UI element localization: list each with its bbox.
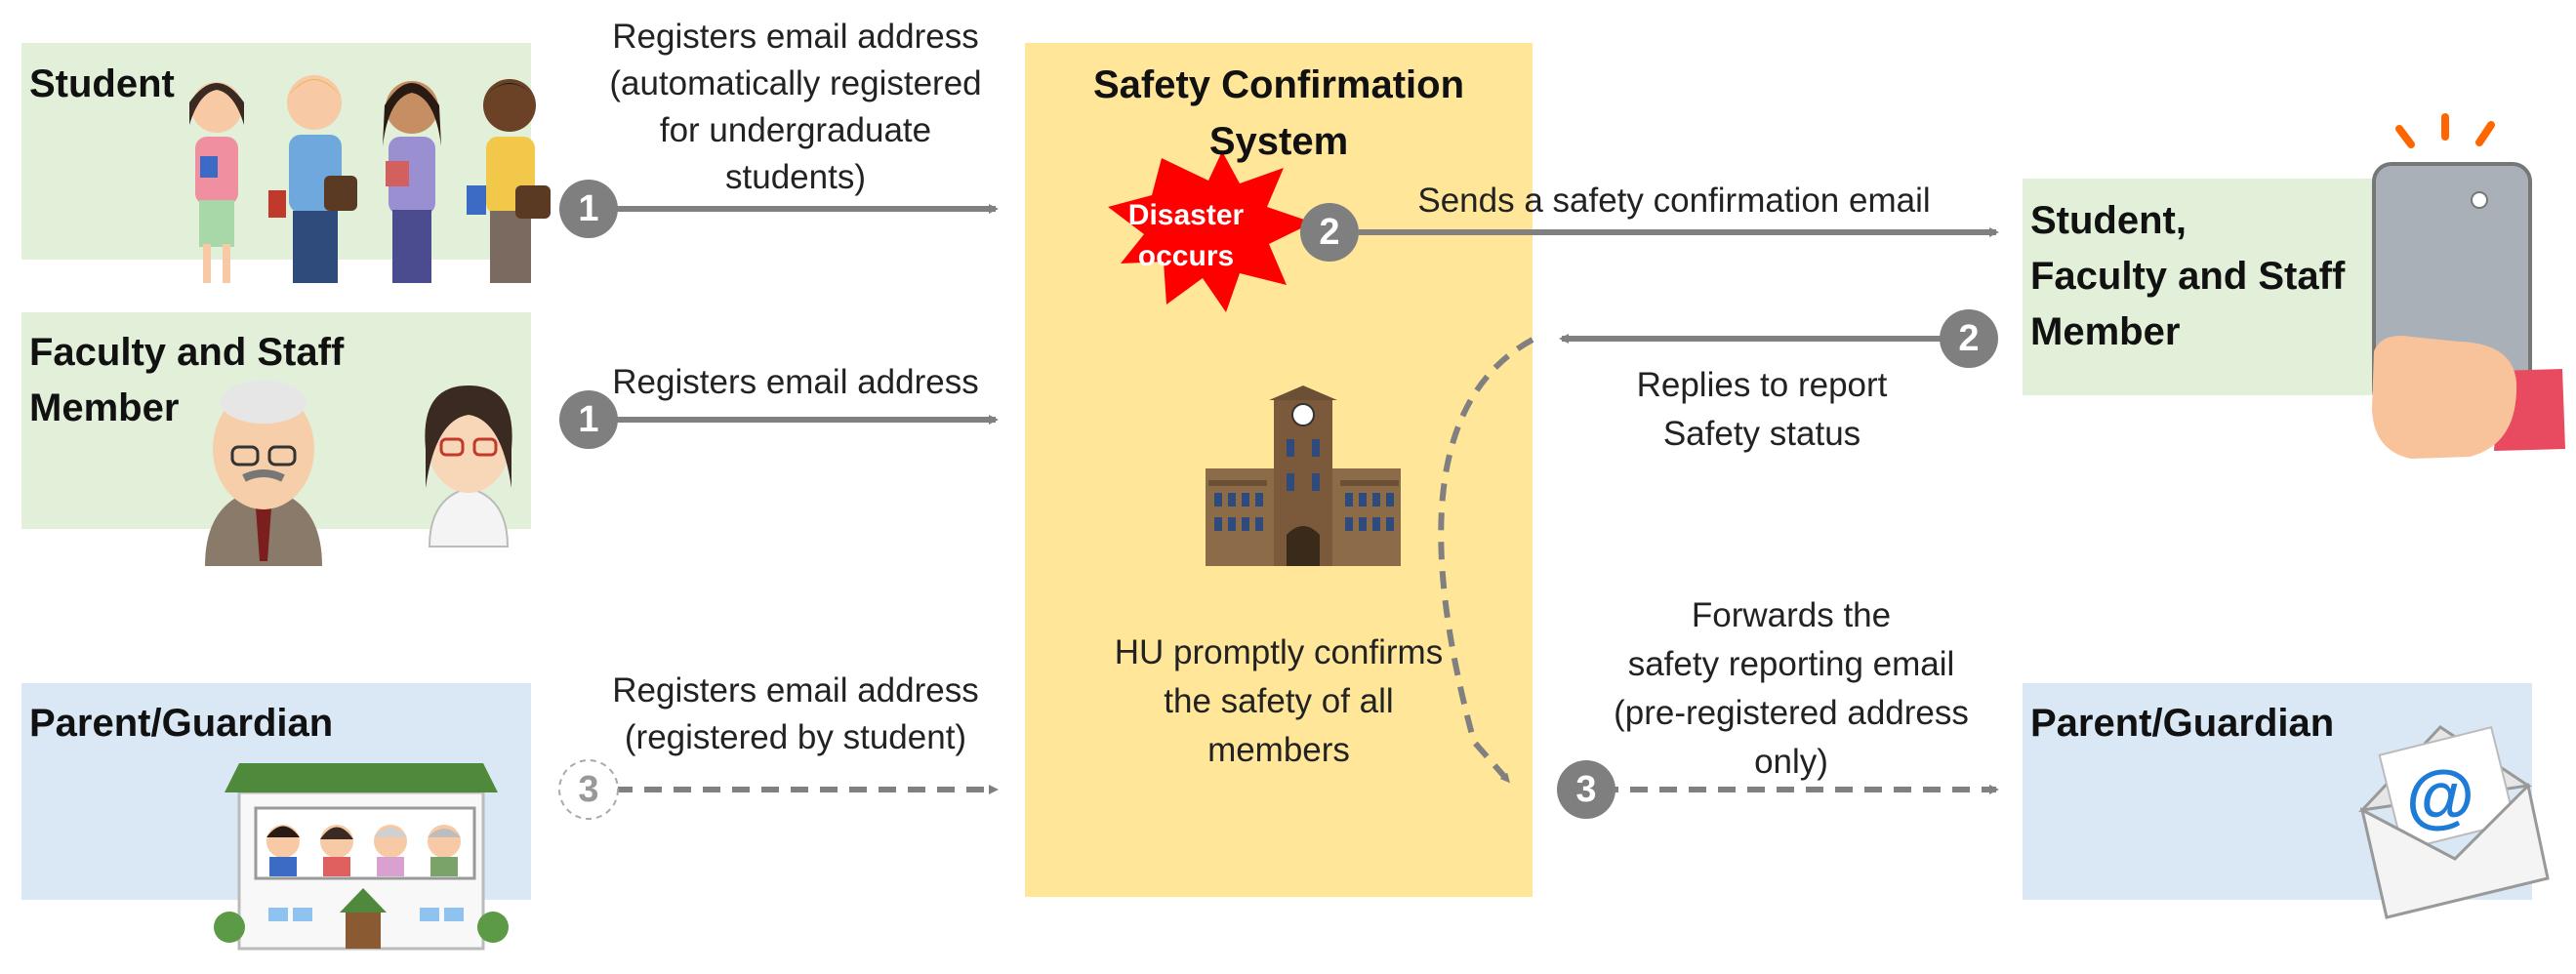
disaster-burst: [1108, 151, 1313, 312]
badge-3-parent-number: 3: [578, 769, 599, 810]
step2-reply-caption: Replies to report Safety status: [1636, 366, 1888, 453]
arrow-curve-reply-to-forward: [1438, 337, 1534, 784]
badge-2-send: [1300, 203, 1359, 262]
badge-1-faculty: [559, 390, 618, 449]
disaster-label: Disaster occurs: [1127, 199, 1245, 272]
badge-3-parent: [558, 759, 619, 820]
students-illustration: [189, 75, 551, 283]
badge-2-reply-number: 2: [1958, 318, 1980, 359]
step1-student-caption: Registers email address (automatically r…: [609, 18, 982, 196]
university-building-icon: [1206, 386, 1401, 566]
student-label: Student: [29, 62, 175, 105]
phone-in-hand-illustration: [2372, 113, 2565, 459]
system-title: Safety Confirmation System: [1092, 63, 1465, 163]
parent-label: Parent/Guardian: [29, 702, 334, 745]
recipient-label: Student, Faculty and Staff Member: [2030, 199, 2346, 353]
badge-3-forward-number: 3: [1575, 769, 1597, 810]
step3-parent-caption: Registers email address (registered by s…: [612, 671, 979, 756]
svg-text:@: @: [2406, 757, 2474, 835]
step3-forward-caption: Forwards the safety reporting email (pre…: [1614, 596, 1969, 781]
parent-recipient-label: Parent/Guardian: [2030, 702, 2335, 745]
step1-faculty-caption: Registers email address: [612, 363, 979, 401]
badge-2-send-number: 2: [1319, 212, 1340, 253]
faculty-label: Faculty and Staff Member: [29, 331, 345, 429]
badge-3-forward: [1557, 760, 1615, 819]
confirm-text: HU promptly confirms the safety of all m…: [1114, 633, 1444, 769]
badge-1-faculty-number: 1: [578, 399, 599, 440]
badge-1-student: [559, 180, 618, 238]
badge-2-reply: [1940, 309, 1998, 368]
student-panel: [21, 43, 531, 260]
email-envelope-icon: @: [2357, 725, 2550, 919]
house-family-illustration: [214, 763, 509, 951]
faculty-illustration: [205, 381, 512, 566]
badge-1-student-number: 1: [578, 188, 599, 229]
step2-send-caption: Sends a safety confirmation email: [1417, 182, 1931, 220]
